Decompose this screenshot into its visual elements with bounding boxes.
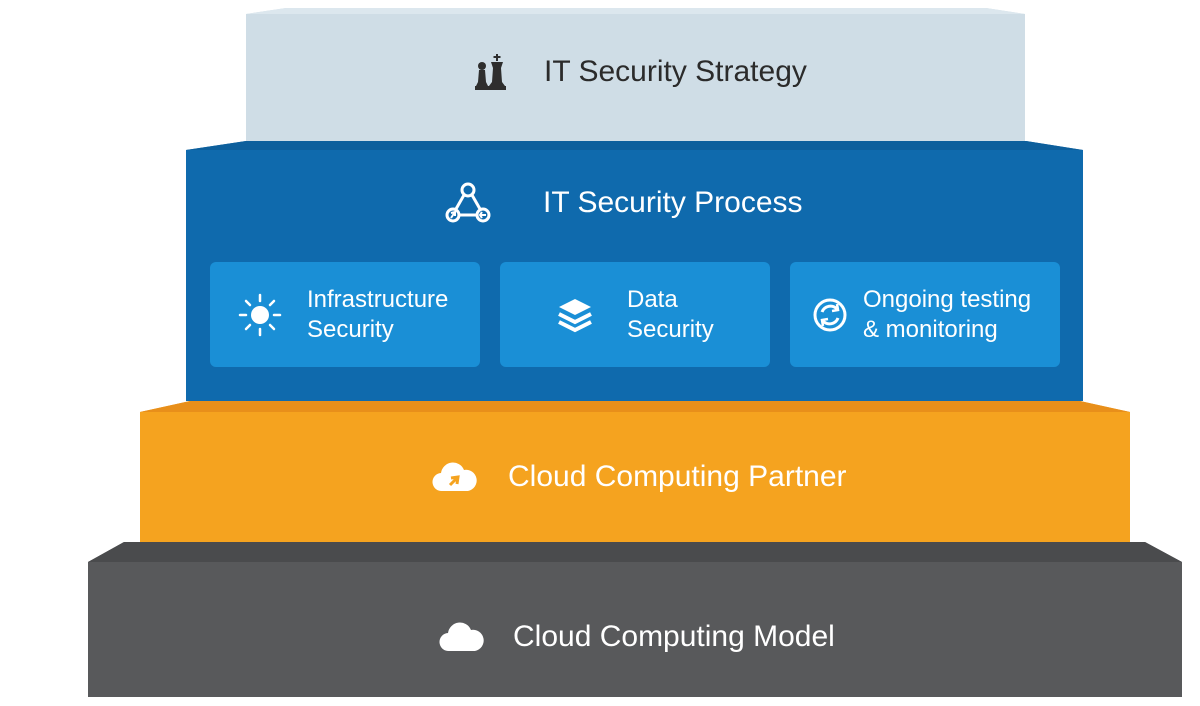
cloud-arrow-icon [430, 459, 478, 495]
card-data-security: Data Security [500, 262, 770, 367]
strategy-title: IT Security Strategy [544, 55, 807, 88]
card-label: Ongoing testing & monitoring [863, 285, 1032, 343]
model-title: Cloud Computing Model [513, 620, 835, 653]
sun-icon [238, 293, 282, 337]
model-title-row: Cloud Computing Model [437, 617, 835, 657]
process-cycle-icon [443, 182, 493, 224]
process-title-row: IT Security Process [443, 182, 803, 224]
card-label: Data Security [627, 285, 714, 343]
card-ongoing-testing-monitoring: Ongoing testing & monitoring [790, 262, 1060, 367]
partner-title: Cloud Computing Partner [508, 460, 847, 493]
layers-icon [555, 295, 595, 335]
strategy-title-row: IT Security Strategy [472, 52, 807, 92]
card-infrastructure-security: Infrastructure Security [210, 262, 480, 367]
chess-icon [472, 52, 508, 92]
partner-title-row: Cloud Computing Partner [430, 457, 847, 497]
sync-icon [810, 295, 850, 335]
card-label: Infrastructure Security [307, 285, 449, 343]
cloud-icon [437, 619, 485, 655]
process-title: IT Security Process [543, 186, 803, 219]
